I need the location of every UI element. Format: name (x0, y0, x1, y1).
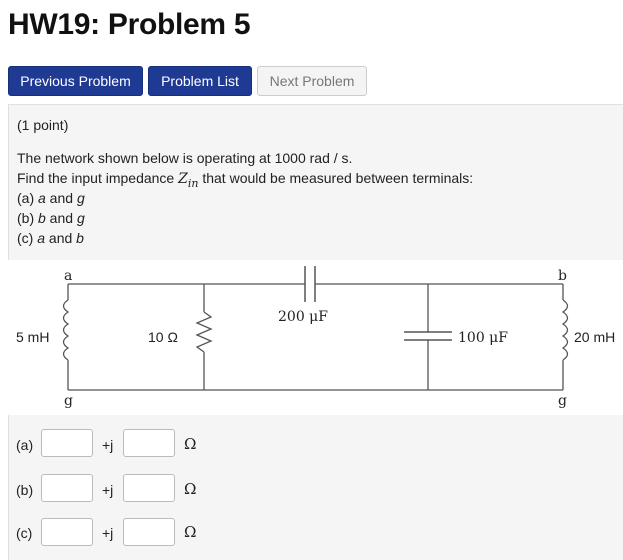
answer-b-real-input[interactable] (41, 474, 93, 502)
answer-a-label: (a) (16, 437, 34, 453)
part-b-text: (b) b and g (17, 210, 85, 226)
page-title: HW19: Problem 5 (8, 8, 251, 41)
answer-a-real-input[interactable] (41, 429, 93, 457)
answer-a-plus-j: +j (102, 437, 114, 453)
terminal-g-right-label: g (558, 393, 567, 409)
answer-c-ohm-unit: Ω (184, 523, 197, 541)
answer-b-plus-j: +j (102, 482, 114, 498)
answer-b-imag-input[interactable] (123, 474, 175, 502)
circuit-diagram: a b g g 200 μF 100 μF 5 mH 10 Ω 20 mH (8, 260, 623, 415)
problem-list-button[interactable]: Problem List (148, 66, 252, 96)
problem-statement-line2: Find the input impedance Zin that would … (17, 170, 474, 190)
part-a-text: (a) a and g (17, 190, 85, 206)
answer-c-real-input[interactable] (41, 518, 93, 546)
resistor-symbol (195, 311, 213, 353)
answer-c-plus-j: +j (102, 525, 114, 541)
answer-b-ohm-unit: Ω (184, 480, 197, 498)
capacitor-100uf-label: 100 μF (458, 330, 508, 346)
inductor-20mh-symbol (561, 299, 569, 361)
capacitor-200uf-label: 200 μF (278, 309, 328, 325)
resistor-label: 10 Ω (148, 329, 178, 345)
inductor-5mh-label: 5 mH (16, 329, 49, 345)
terminal-b-label: b (558, 268, 567, 284)
answer-b-label: (b) (16, 482, 34, 498)
answer-a-imag-input[interactable] (123, 429, 175, 457)
answer-c-imag-input[interactable] (123, 518, 175, 546)
points-label: (1 point) (17, 117, 69, 133)
part-c-text: (c) a and b (17, 230, 84, 246)
answer-c-label: (c) (16, 525, 33, 541)
answer-a-ohm-unit: Ω (184, 435, 197, 453)
inductor-20mh-label: 20 mH (574, 329, 615, 345)
circuit-svg: a b g g 200 μF 100 μF 5 mH 10 Ω 20 mH (16, 266, 615, 409)
problem-statement-line1: The network shown below is operating at … (17, 150, 353, 166)
inductor-5mh-symbol (62, 299, 70, 361)
terminal-a-label: a (64, 268, 72, 284)
next-problem-button[interactable]: Next Problem (257, 66, 367, 96)
terminal-g-left-label: g (64, 393, 73, 409)
previous-problem-button[interactable]: Previous Problem (8, 66, 143, 96)
